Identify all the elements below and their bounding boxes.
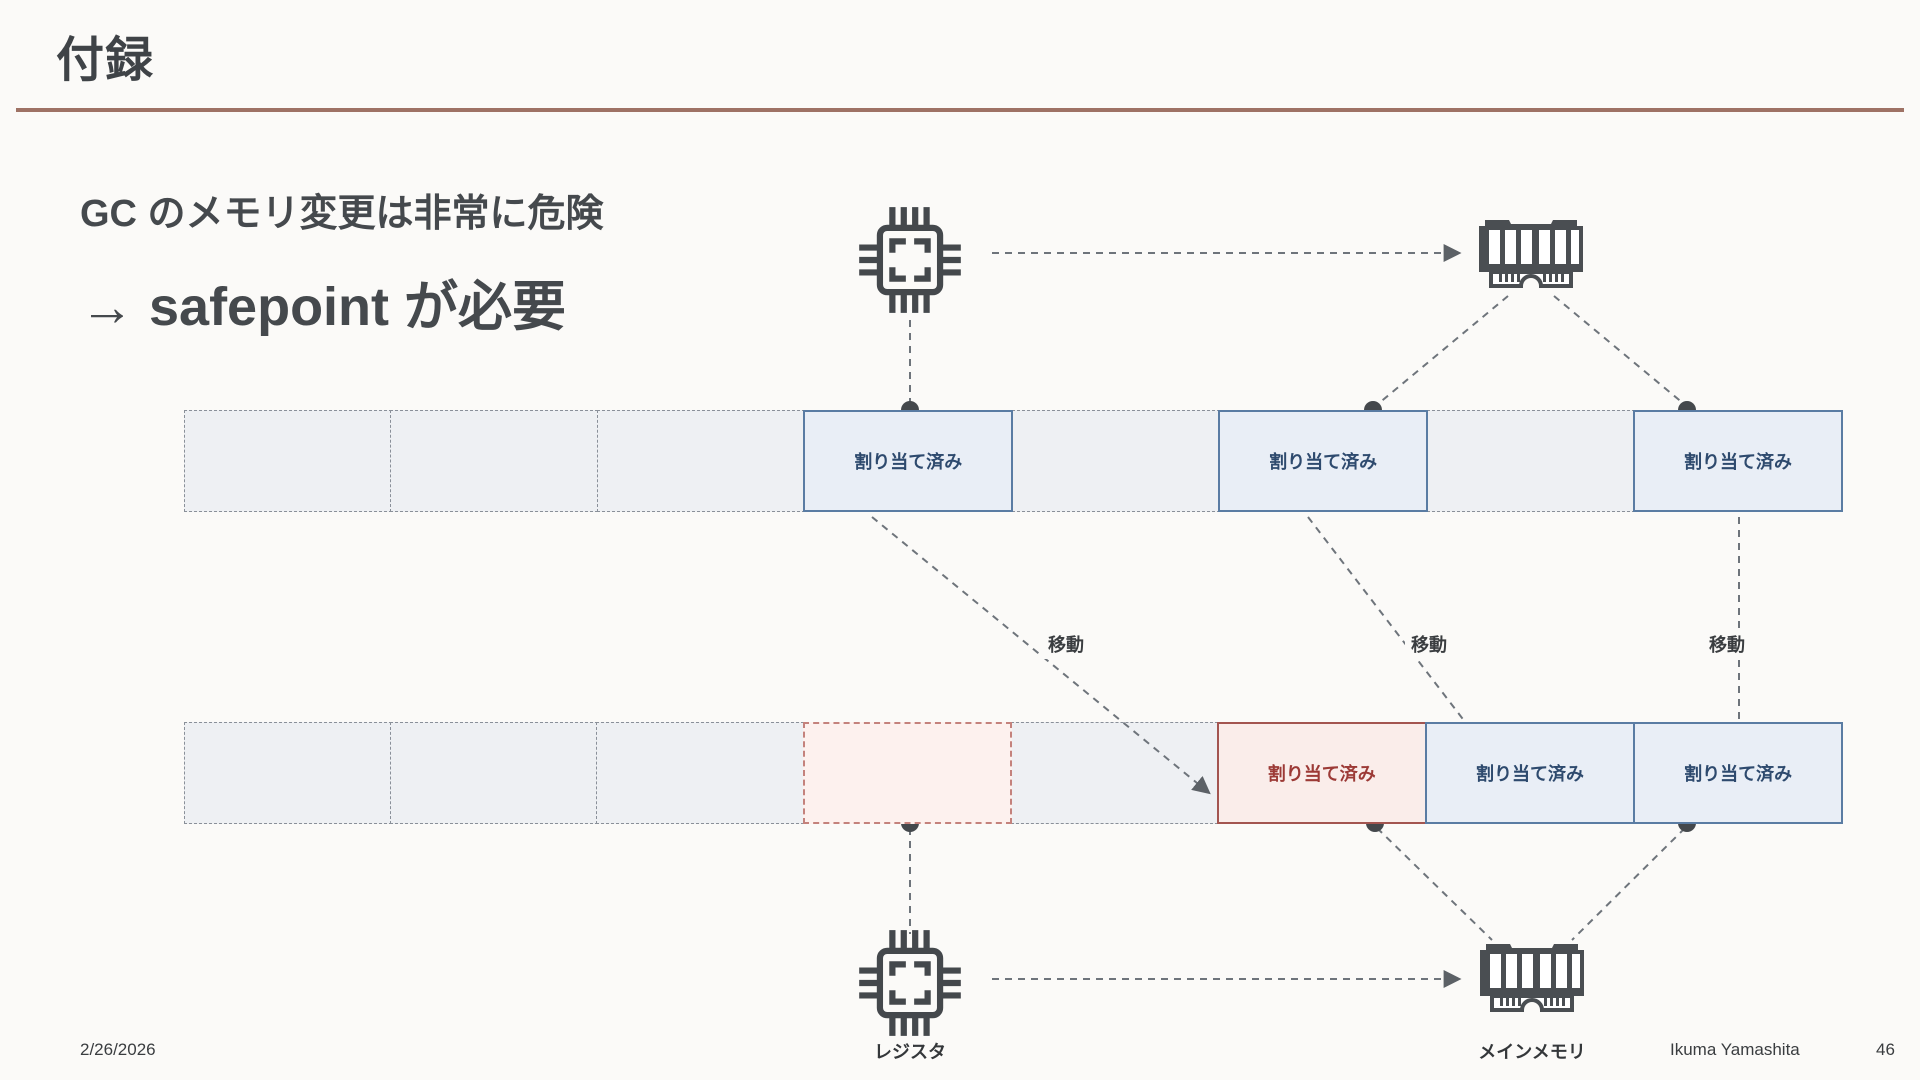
allocated-label: 割り当て済み xyxy=(1684,764,1793,784)
move-label-3: 移動 xyxy=(1703,629,1751,659)
cpu-chip-icon xyxy=(858,927,962,1039)
page-title: 付録 xyxy=(56,34,155,87)
move-label-2: 移動 xyxy=(1405,629,1453,659)
ram-memory-icon xyxy=(1478,940,1586,1020)
line-cell7-to-ram-bottom xyxy=(1571,827,1686,941)
line-ram-to-cell5-top xyxy=(1377,295,1509,405)
line-ram-to-cell7-top xyxy=(1553,295,1685,405)
memory-row-after: 割り当て済み 割り当て済み 割り当て済み xyxy=(184,722,1843,824)
footer-author: Ikuma Yamashita xyxy=(1670,1040,1800,1059)
footer-date: 2/26/2026 xyxy=(80,1040,156,1059)
allocated-label: 割り当て済み xyxy=(1684,452,1793,472)
memory-cell-free xyxy=(1011,410,1220,512)
memory-cell-free xyxy=(390,410,599,512)
allocated-label: 割り当て済み xyxy=(854,452,963,472)
memory-cell-moved: 割り当て済み xyxy=(1216,722,1427,824)
memory-cell-allocated: 割り当て済み xyxy=(803,410,1014,512)
allocated-label: 割り当て済み xyxy=(1267,764,1376,784)
footer-page-number: 46 xyxy=(1876,1040,1895,1059)
register-caption: レジスタ xyxy=(874,1042,946,1062)
memory-cell-free xyxy=(596,722,805,824)
title-divider xyxy=(16,108,1904,112)
memory-cell-free xyxy=(184,410,392,512)
memory-cell-freed xyxy=(802,722,1013,824)
memory-cell-free xyxy=(1010,722,1219,824)
memory-row-before: 割り当て済み 割り当て済み 割り当て済み xyxy=(184,410,1843,512)
memory-cell-free xyxy=(184,722,392,824)
allocated-label: 割り当て済み xyxy=(1475,764,1584,784)
memory-cell-allocated: 割り当て済み xyxy=(1633,722,1843,824)
memory-cell-allocated: 割り当て済み xyxy=(1425,722,1635,824)
allocated-label: 割り当て済み xyxy=(1269,452,1378,472)
memory-cell-free xyxy=(390,722,598,824)
main-memory-caption: メインメモリ xyxy=(1478,1042,1586,1062)
line-cell5-to-ram-bottom xyxy=(1376,827,1493,941)
move-label-1: 移動 xyxy=(1042,629,1090,659)
heading-safepoint: → safepoint が必要 xyxy=(80,277,567,337)
memory-cell-free xyxy=(1426,410,1635,512)
cpu-chip-icon xyxy=(858,204,962,316)
heading-gc-danger: GC のメモリ変更は非常に危険 xyxy=(80,193,604,235)
memory-cell-allocated: 割り当て済み xyxy=(1218,410,1429,512)
memory-cell-free xyxy=(596,410,805,512)
memory-cell-allocated: 割り当て済み xyxy=(1633,410,1843,512)
ram-memory-icon xyxy=(1477,216,1585,296)
